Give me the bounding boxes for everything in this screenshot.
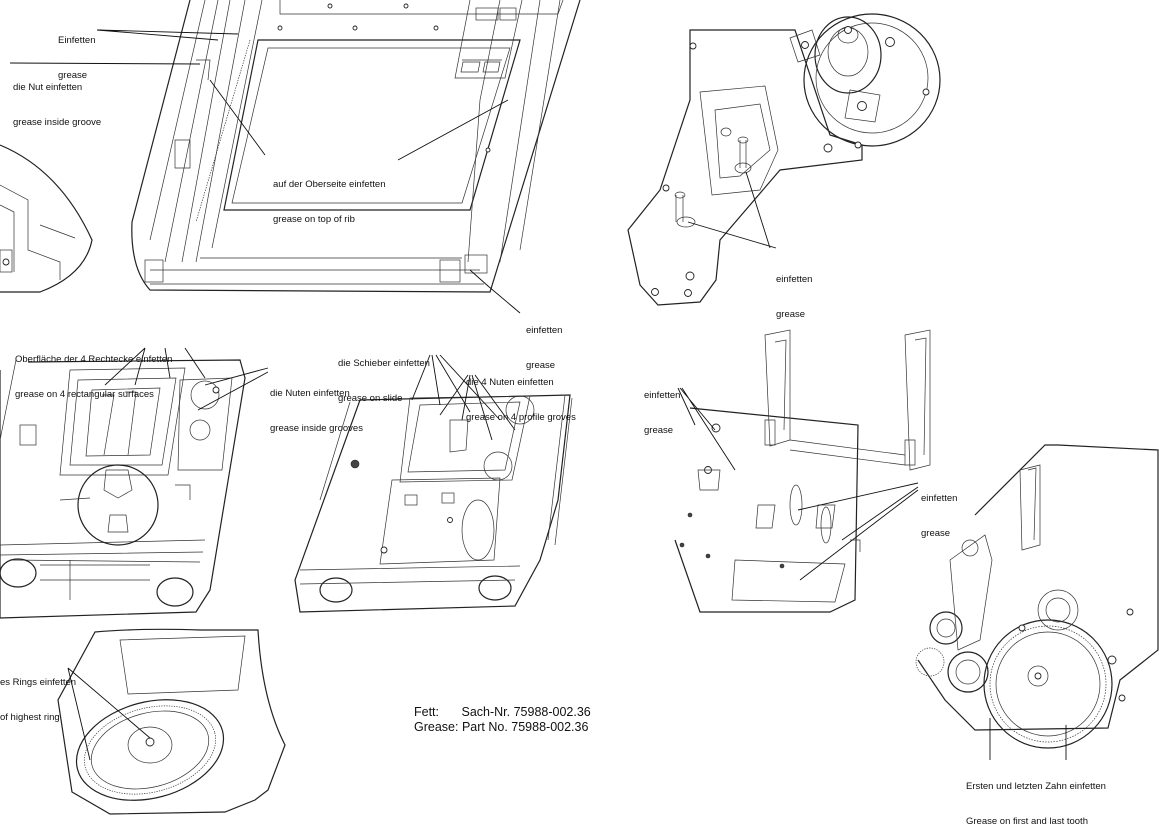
grease-part-number: Fett: Sach-Nr. 75988-002.36 Grease: Part… bbox=[414, 705, 591, 735]
label-profile-grooves: die 4 Nuten einfetten grease on 4 profil… bbox=[466, 377, 576, 423]
label-groove: die Nut einfetten grease inside groove bbox=[13, 82, 102, 128]
label-ring: es Rings einfetten of highest ring bbox=[0, 677, 77, 723]
label-top-rail: Einfetten grease bbox=[58, 35, 96, 81]
tray-middle bbox=[294, 394, 573, 613]
leader-lines bbox=[9, 29, 1067, 761]
label-tooth: Ersten und letzten Zahn einfetten Grease… bbox=[966, 781, 1106, 827]
label-rectangles: Oberfläche der 4 Rechtecke einfetten gre… bbox=[15, 354, 173, 400]
label-bracket-pins: einfetten grease bbox=[776, 274, 813, 320]
label-rib: auf der Oberseite einfetten grease on to… bbox=[273, 179, 386, 225]
label-frame-right: einfetten grease bbox=[921, 493, 958, 539]
label-slide: die Schieber einfetten grease on slide bbox=[338, 358, 430, 404]
part-number-en: Grease: Part No. 75988-002.36 bbox=[414, 720, 589, 734]
tray-middle-left bbox=[0, 359, 246, 619]
part-number-de: Fett: Sach-Nr. 75988-002.36 bbox=[414, 705, 591, 719]
tray-top bbox=[131, 0, 581, 293]
label-grooves: die Nuten einfetten grease inside groove… bbox=[270, 388, 363, 434]
label-frame-left: einfetten grease bbox=[644, 390, 681, 436]
label-corner: einfetten grease bbox=[526, 325, 563, 371]
left-edge-part bbox=[0, 144, 93, 293]
gear-frame bbox=[915, 444, 1159, 749]
frame-middle-right bbox=[674, 329, 931, 613]
motor-bracket bbox=[627, 13, 941, 306]
ring-part bbox=[57, 628, 286, 815]
